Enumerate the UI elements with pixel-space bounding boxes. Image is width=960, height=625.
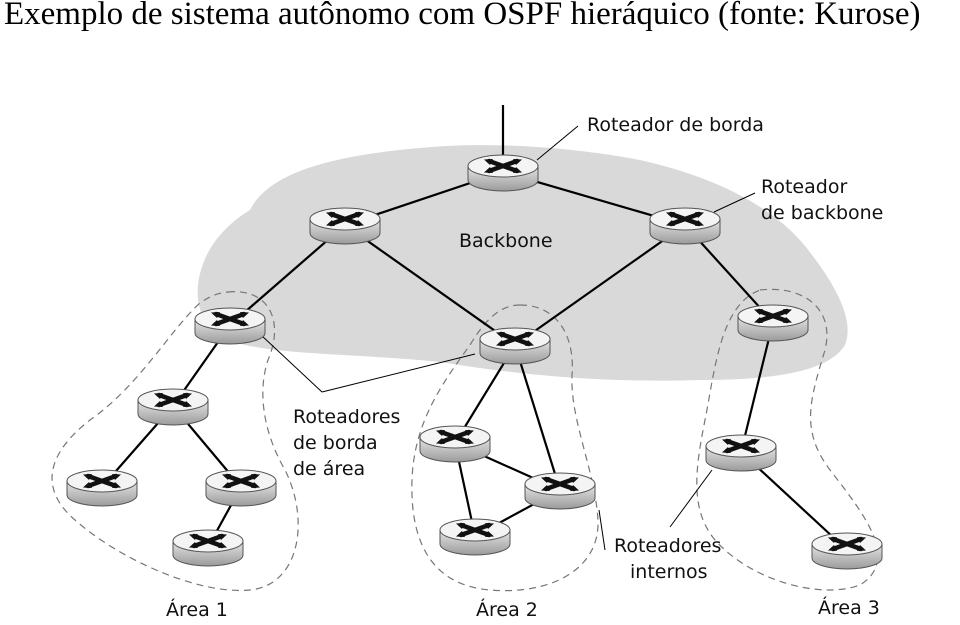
router-icon xyxy=(468,155,538,191)
router-icon xyxy=(138,389,208,425)
router-icon xyxy=(706,435,776,471)
router-icon xyxy=(67,470,137,506)
area3-label: Área 3 xyxy=(818,596,880,619)
router-icon xyxy=(310,208,380,244)
area1-outline xyxy=(51,291,299,592)
internal-routers-label-line2: internos xyxy=(630,561,708,583)
area1-label: Área 1 xyxy=(166,598,228,621)
area-border-routers-label-line2: de borda xyxy=(293,432,378,454)
annotation-lines xyxy=(260,125,756,551)
backbone-region xyxy=(197,145,848,381)
router-icon xyxy=(525,473,595,509)
router-icon xyxy=(420,426,490,462)
backbone-label: Backbone xyxy=(459,230,553,252)
internal-routers-label-line1: Roteadores xyxy=(614,535,721,557)
area2-outline xyxy=(411,304,599,592)
area-border-routers-label-line3: de área xyxy=(293,458,365,480)
backbone-router-label-line2: de backbone xyxy=(761,202,883,224)
backbone-router-label-line1: Roteador xyxy=(761,176,847,198)
router-icon xyxy=(440,519,510,555)
router-icon xyxy=(480,328,550,364)
area-border-routers-label-line1: Roteadores xyxy=(293,406,400,428)
router-icon xyxy=(738,305,808,341)
router-icon xyxy=(206,470,276,506)
area3-outline xyxy=(696,288,879,591)
router-icon xyxy=(650,208,720,244)
diagram-title: Exemplo de sistema autônomo com OSPF hie… xyxy=(4,0,921,32)
router-icon xyxy=(195,308,265,344)
area2-label: Área 2 xyxy=(476,598,538,621)
border-router-label: Roteador de borda xyxy=(587,114,764,136)
router-icon xyxy=(812,533,882,569)
router-icon xyxy=(173,530,243,566)
